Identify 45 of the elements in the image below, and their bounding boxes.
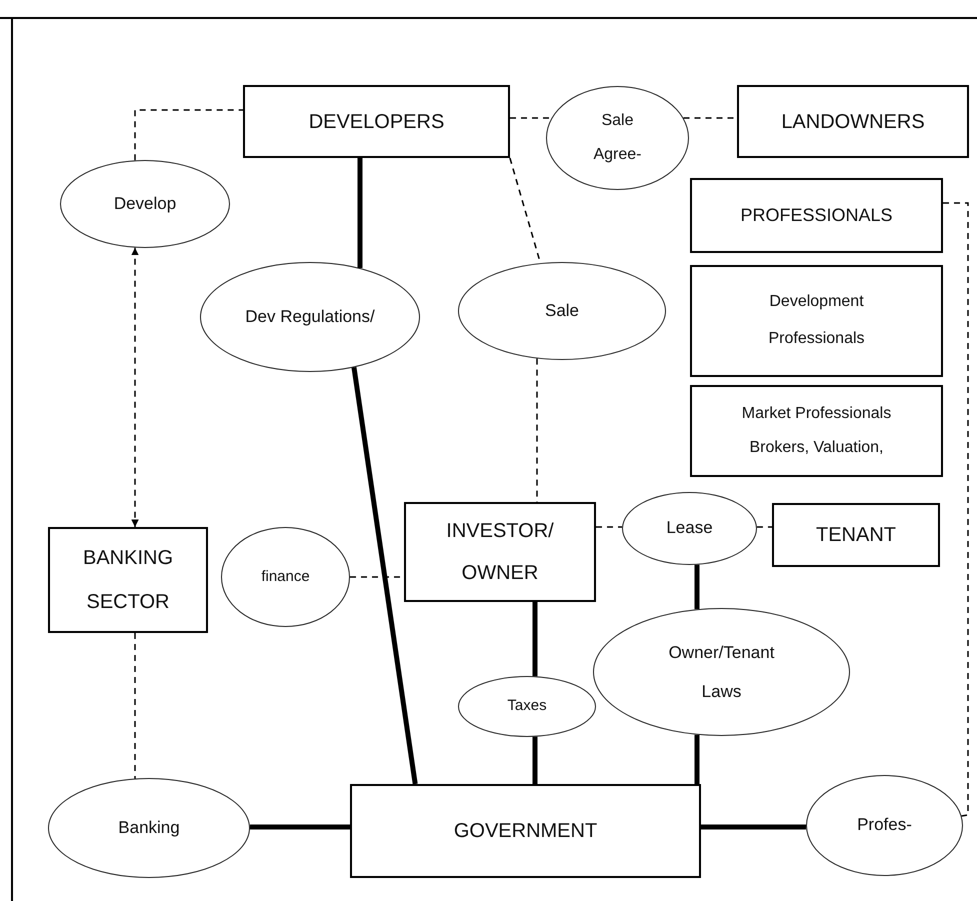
node-label: BANKING SECTOR [82, 546, 174, 615]
node-label: finance [261, 566, 310, 587]
node-label: Lease [666, 517, 713, 540]
node-label: DEVELOPERS [308, 110, 444, 134]
node-label: INVESTOR/ OWNER [445, 519, 555, 586]
node-label: Develop [114, 192, 176, 215]
node-label: Market Professionals [742, 404, 892, 424]
entity-box [772, 503, 940, 567]
node-label: Taxes [507, 696, 547, 716]
dashed-connector [596, 526, 622, 528]
connector-line [250, 824, 350, 830]
node-label: Banking [118, 816, 180, 839]
node-label: LANDOWNERS [781, 110, 925, 134]
node-label: Owner/Tenant Laws [668, 642, 776, 703]
entity-box [404, 502, 596, 602]
entity-box [690, 385, 943, 477]
node-label: Dev Regulations/ [245, 306, 375, 328]
entity-box [690, 265, 943, 377]
dashed-connector [943, 202, 969, 817]
dashed-connector [756, 526, 772, 528]
entity-box [737, 85, 969, 158]
node-label: Sale [544, 300, 580, 322]
entity-box [690, 178, 943, 253]
node-label: TENANT [816, 523, 896, 548]
node-label: GOVERNMENT [454, 819, 598, 844]
connector-line [358, 158, 362, 268]
node-label: Brokers, Valuation, [750, 438, 884, 458]
dashed-connector [536, 358, 538, 502]
dashed-connector [510, 117, 552, 119]
dashed-connector [131, 248, 139, 527]
node-label: PROFESSIONALS [740, 204, 893, 228]
dashed-connector [134, 109, 243, 160]
dashed-connector [134, 633, 136, 778]
entity-box [48, 527, 208, 633]
entity-box [243, 85, 510, 158]
entity-box [350, 784, 701, 878]
connector-line [701, 824, 806, 830]
node-label: Profes- [857, 814, 912, 836]
connector-line [532, 602, 538, 676]
node-label: Development Professionals [767, 292, 866, 349]
connector-line [532, 736, 538, 784]
connector-line [694, 734, 700, 784]
connector-line [352, 367, 418, 784]
connector-line [694, 564, 700, 610]
node-label: Sale Agree- [592, 111, 643, 165]
